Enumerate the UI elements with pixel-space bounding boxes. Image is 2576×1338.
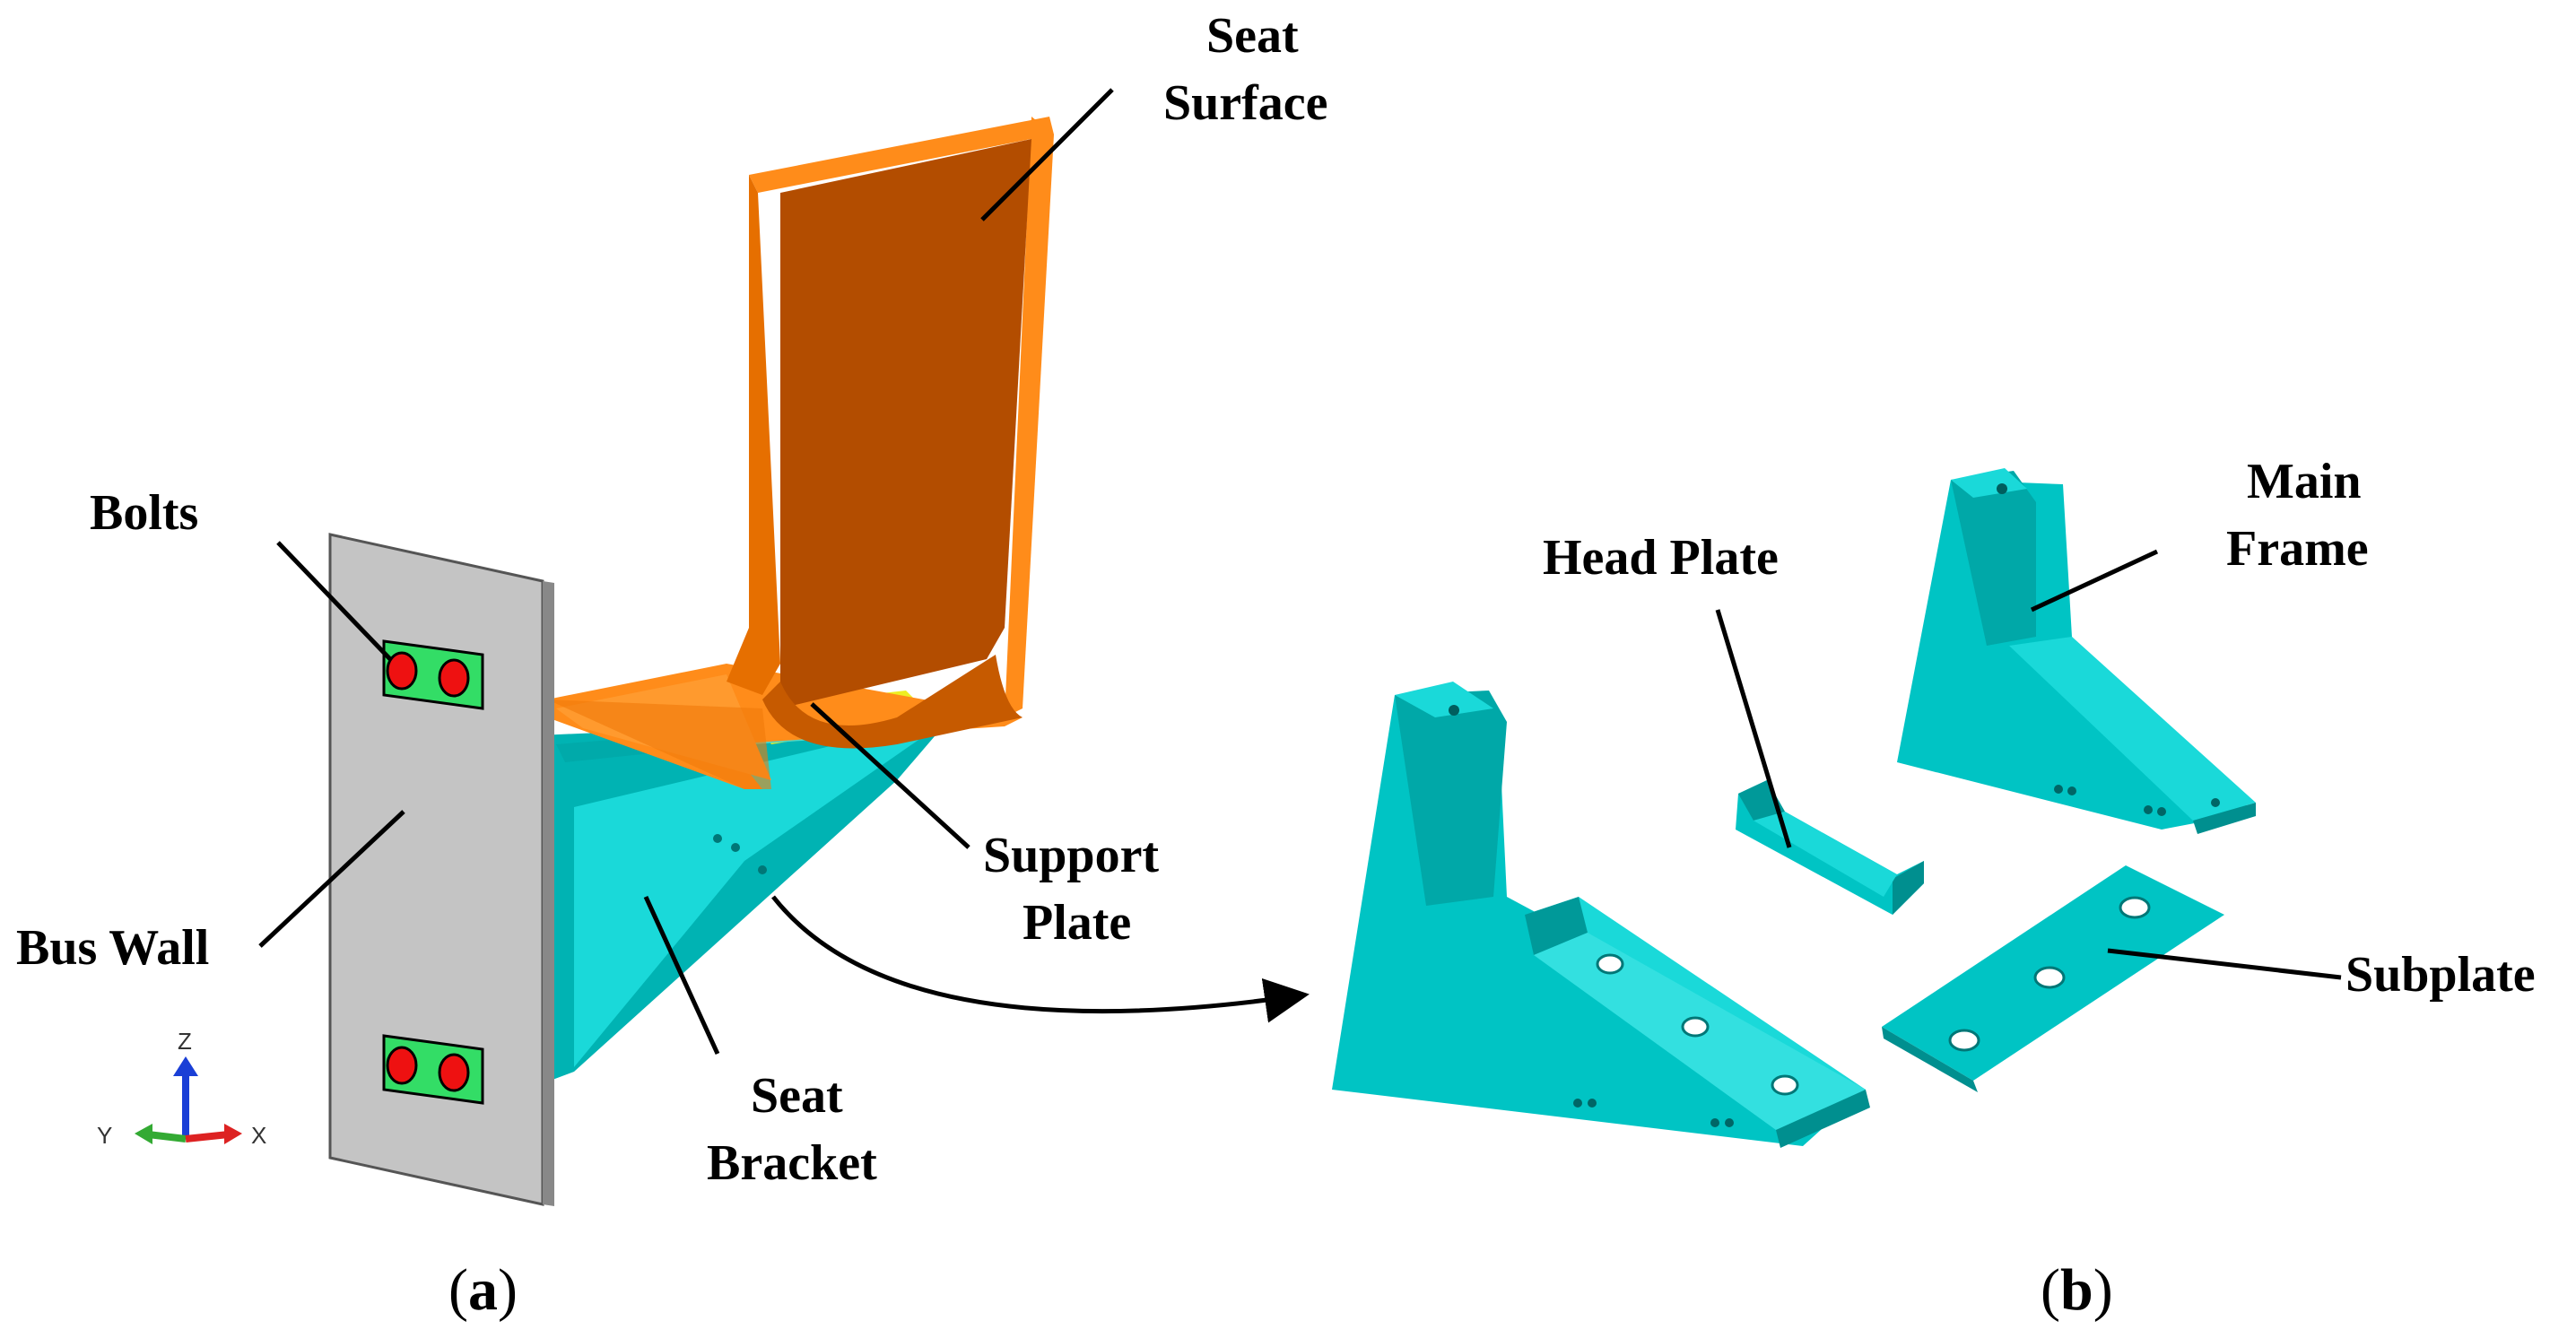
label-bus-wall: Bus Wall: [16, 920, 209, 976]
label-head-plate: Head Plate: [1543, 530, 1779, 586]
exploded-bracket-shape: [1332, 682, 1870, 1148]
label-seat-bracket-line1: Seat: [751, 1068, 843, 1124]
axis-z-label: Z: [178, 1028, 192, 1055]
subplate-shape: [1882, 865, 2224, 1092]
label-subplate: Subplate: [2345, 947, 2536, 1003]
label-support-plate-line2: Plate: [1023, 895, 1131, 951]
leader-support-plate: [810, 702, 970, 849]
panel-label-a: (a): [448, 1257, 518, 1323]
leader-main-frame: [2030, 549, 2159, 613]
seat-surface-shape: [547, 117, 1054, 789]
axis-y-label: Y: [97, 1122, 112, 1149]
label-seat-surface-line2: Surface: [1163, 75, 1328, 131]
leader-bus-wall: [258, 810, 405, 948]
main-frame-shape: [1897, 468, 2256, 834]
explode-arrow: [771, 895, 1310, 1023]
bolts-top: [382, 639, 484, 710]
leader-seat-surface: [980, 88, 1114, 222]
leader-head-plate: [1715, 609, 1792, 848]
axis-triad: Z Y X: [97, 1028, 266, 1149]
panel-b-exploded: Head Plate Main Frame Subplate: [1332, 454, 2536, 1148]
axis-x-label: X: [251, 1122, 266, 1149]
bolts-bottom: [382, 1034, 484, 1105]
label-seat-bracket-line2: Bracket: [707, 1135, 877, 1191]
label-main-frame-line1: Main: [2247, 454, 2362, 509]
leader-subplate: [2107, 948, 2342, 980]
head-plate-shape: [1736, 780, 1924, 915]
label-support-plate-line1: Support: [983, 828, 1159, 883]
bus-wall-shape: [328, 533, 554, 1206]
label-main-frame-line2: Frame: [2226, 521, 2369, 577]
panel-a-assembly: Z Y X Seat Surface Bolts Bus Wall Suppor…: [16, 8, 1328, 1206]
label-bolts: Bolts: [90, 485, 198, 541]
leader-seat-bracket: [643, 895, 720, 1056]
leader-bolts: [276, 541, 392, 661]
panel-label-b: (b): [2041, 1257, 2113, 1323]
label-seat-surface-line1: Seat: [1206, 8, 1299, 64]
